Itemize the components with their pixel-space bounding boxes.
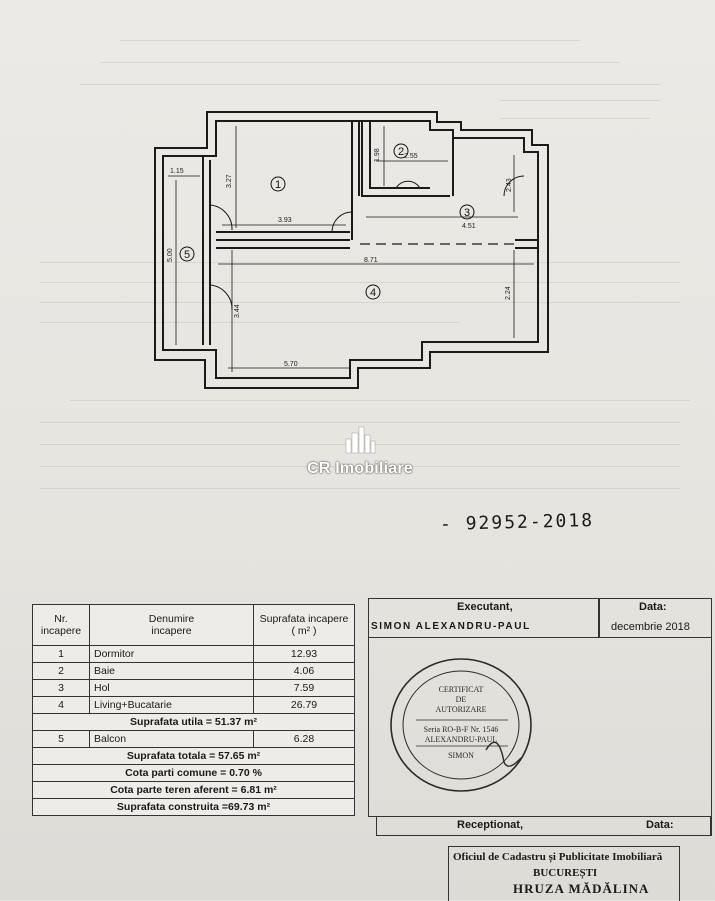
summary-row: Cota parte teren aferent = 6.81 m² [32,781,355,799]
svg-text:CERTIFICAT: CERTIFICAT [439,685,484,694]
room-marker-5: 5 [184,249,190,261]
receptionat-cell: Receptionat, [376,816,712,836]
dim-224: 2.24 [505,286,512,300]
date-cell-2: Data: [598,816,711,836]
svg-text:Seria RO-B-F Nr. 1546: Seria RO-B-F Nr. 1546 [424,725,499,734]
room-marker-1: 1 [275,179,281,191]
dim-570: 5.70 [284,361,298,368]
watermark-logo: CR Imobiliare [290,425,430,478]
signature-block: Executant, SIMON ALEXANDRU-PAUL Data: de… [368,598,712,901]
dim-255: 2.55 [404,153,418,160]
dim-344: 3.44 [234,304,241,318]
office-stamp: Oficiul de Cadastru și Publicitate Imobi… [448,846,680,901]
executant-label: Executant, [457,601,513,613]
svg-text:AUTORIZARE: AUTORIZARE [436,705,487,714]
dim-393: 3.93 [278,217,292,224]
summary-row: Suprafata utila = 51.37 m² [32,713,355,731]
room-marker-4: 4 [370,287,376,299]
svg-text:DE: DE [456,695,467,704]
room-marker-2: 2 [398,146,404,158]
summary-row: Suprafata construita =69.73 m² [32,798,355,816]
dim-500: 5.00 [167,248,174,262]
document-number: - 92952-2018 [439,509,595,536]
summary-row: Cota parti comune = 0.70 % [32,764,355,782]
dim-451: 4.51 [462,223,476,230]
room-marker-3: 3 [464,207,470,219]
date-value: decembrie 2018 [611,621,690,633]
dim-198: 1.98 [374,148,381,162]
svg-text:SIMON: SIMON [448,751,474,760]
summary-row: Suprafata totala = 57.65 m² [32,747,355,765]
col-header-nr: Nr.incapere [32,604,90,646]
brand-name: CR Imobiliare [307,460,413,477]
date2-label: Data: [646,819,674,831]
dim-243: 2.43 [506,178,513,192]
dim-871: 8.71 [364,257,378,264]
dim-115: 1.15 [170,168,184,175]
executant-name: SIMON ALEXANDRU-PAUL [371,621,531,632]
buildings-icon [345,426,376,454]
svg-text:ALEXANDRU-PAUL: ALEXANDRU-PAUL [425,735,498,744]
certification-stamp: CERTIFICAT DE AUTORIZARE Seria RO-B-F Nr… [390,658,532,792]
date-label: Data: [639,601,667,613]
date-cell: Data: decembrie 2018 [598,598,712,638]
receptionat-label: Receptionat, [457,819,524,831]
dim-327: 3.27 [226,174,233,188]
floor-plan: 3.93 3.27 1.98 2.55 4.51 2.43 8.71 2.24 … [154,111,549,389]
col-header-suprafata: Suprafata incapere( m² ) [253,604,355,646]
executant-cell: Executant, SIMON ALEXANDRU-PAUL [368,598,600,638]
